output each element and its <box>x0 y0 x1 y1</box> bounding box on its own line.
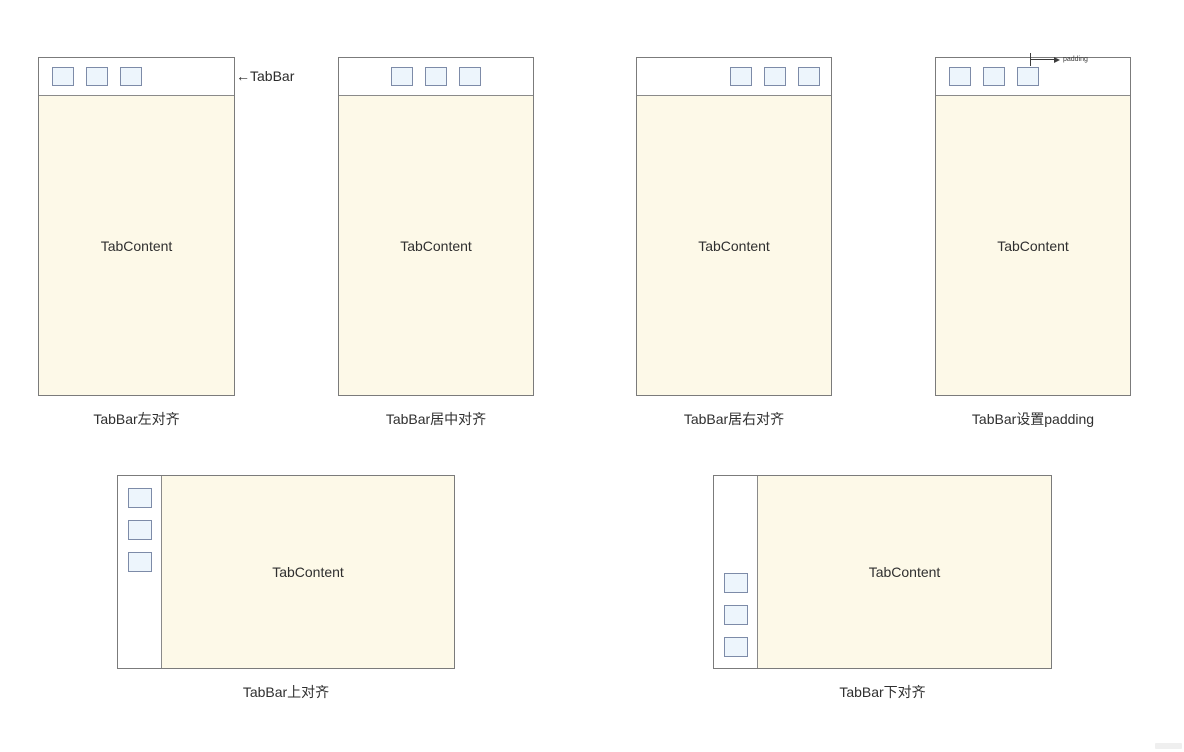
tab-content-area: TabContent <box>936 96 1130 395</box>
diagram-caption: TabBar左对齐 <box>93 411 180 427</box>
tab-content-label: TabContent <box>997 237 1069 254</box>
diagram-tabbar-align-right: TabContent <box>636 57 832 396</box>
tabbar <box>39 58 234 96</box>
tab-content-label: TabContent <box>100 237 173 254</box>
diagram-tabbar-align-bottom: TabContent <box>713 475 1052 669</box>
tab-box <box>764 67 786 86</box>
tab-content-label: TabContent <box>868 564 941 580</box>
diagram-caption: TabBar居中对齐 <box>385 411 487 427</box>
tabbar <box>714 476 758 668</box>
tab-box <box>52 67 74 86</box>
tabbar <box>118 476 162 668</box>
tab-box <box>730 67 752 86</box>
tab-box <box>127 488 152 508</box>
tab-box <box>723 573 748 593</box>
tab-content-area: TabContent <box>39 96 234 395</box>
tab-box <box>127 520 152 540</box>
tab-box <box>1017 67 1039 86</box>
padding-annotation-line <box>1030 59 1054 60</box>
tabbar-pointer-annotation: ←TabBar <box>236 68 295 84</box>
tab-box <box>127 552 152 572</box>
tabbar <box>339 58 533 96</box>
corner-artifact <box>1155 743 1182 749</box>
tab-box <box>983 67 1005 86</box>
padding-annotation-arrowhead-icon <box>1054 56 1060 63</box>
tab-box <box>459 67 481 86</box>
tab-content-area: TabContent <box>162 476 454 668</box>
tab-box <box>425 67 447 86</box>
tab-content-area: TabContent <box>637 96 831 395</box>
tab-content-label: TabContent <box>272 564 344 580</box>
tab-content-label: TabContent <box>400 237 472 254</box>
tabbar <box>936 58 1130 96</box>
tab-box <box>949 67 971 86</box>
diagram-caption: TabBar设置padding <box>971 411 1095 427</box>
tab-box <box>723 605 748 625</box>
diagram-tabbar-align-center: TabContent <box>338 57 534 396</box>
diagram-tabbar-align-top: TabContent <box>117 475 455 669</box>
tab-box <box>723 637 748 657</box>
diagram-caption: TabBar下对齐 <box>839 684 926 700</box>
tab-box <box>798 67 820 86</box>
tab-box <box>391 67 413 86</box>
tab-content-area: TabContent <box>758 476 1051 668</box>
tab-box <box>120 67 142 86</box>
tab-box <box>86 67 108 86</box>
diagram-caption: TabBar居右对齐 <box>683 411 785 427</box>
diagram-tabbar-padding: TabContent <box>935 57 1131 396</box>
tab-content-label: TabContent <box>698 237 770 254</box>
tab-content-area: TabContent <box>339 96 533 395</box>
diagram-tabbar-align-left: TabContent <box>38 57 235 396</box>
diagram-caption: TabBar上对齐 <box>242 684 330 700</box>
padding-annotation-label: padding <box>1063 56 1088 63</box>
tabbar <box>637 58 831 96</box>
